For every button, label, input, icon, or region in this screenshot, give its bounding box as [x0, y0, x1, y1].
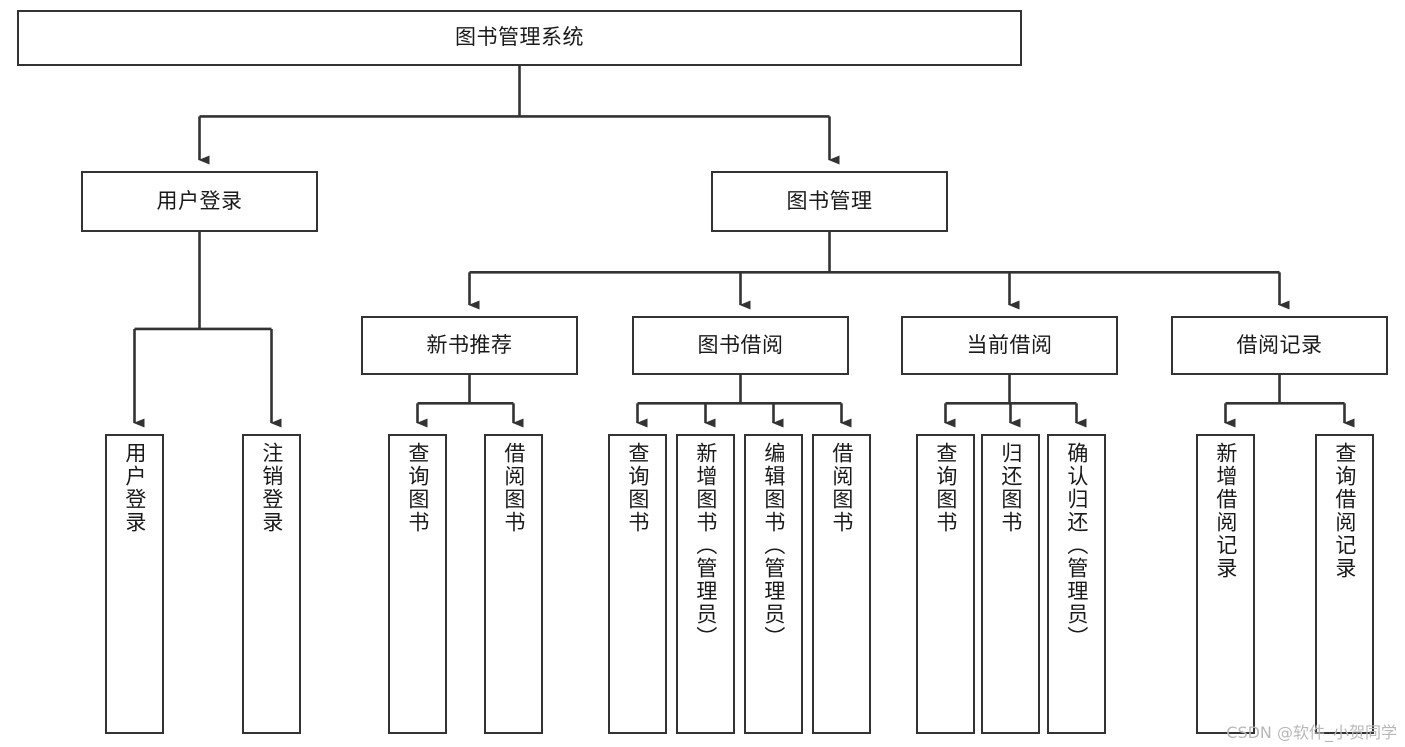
leaf-confirm-return[interactable]: 确认归还（管理员）	[1047, 434, 1106, 734]
leaf-query-borrow-record[interactable]: 查询借阅记录	[1315, 434, 1374, 734]
leaf-user-login[interactable]: 用户登录	[105, 434, 164, 734]
leaf-query-book-1[interactable]: 查询图书	[388, 434, 447, 734]
node-borrow-record-label: 借阅记录	[1236, 332, 1323, 357]
leaf-query-book-2-label: 查询图书	[625, 442, 650, 534]
node-book-manage[interactable]: 图书管理	[711, 171, 948, 232]
node-book-borrow[interactable]: 图书借阅	[632, 316, 849, 375]
node-current-borrow[interactable]: 当前借阅	[901, 316, 1118, 375]
node-book-manage-label: 图书管理	[786, 188, 873, 213]
leaf-borrow-book-1[interactable]: 借阅图书	[484, 434, 543, 734]
node-root-label: 图书管理系统	[455, 25, 584, 50]
leaf-query-book-2[interactable]: 查询图书	[608, 434, 667, 734]
leaf-return-book[interactable]: 归还图书	[981, 434, 1040, 734]
leaf-logout-label: 注销登录	[259, 442, 284, 534]
node-user-login[interactable]: 用户登录	[81, 171, 318, 232]
leaf-confirm-return-label: 确认归还（管理员）	[1064, 442, 1089, 649]
leaf-add-borrow-record-label: 新增借阅记录	[1213, 442, 1238, 580]
leaf-borrow-book-2[interactable]: 借阅图书	[812, 434, 871, 734]
leaf-edit-book[interactable]: 编辑图书（管理员）	[744, 434, 803, 734]
node-root[interactable]: 图书管理系统	[17, 10, 1022, 66]
node-current-borrow-label: 当前借阅	[966, 332, 1053, 357]
leaf-edit-book-label: 编辑图书（管理员）	[761, 442, 786, 649]
leaf-query-borrow-record-label: 查询借阅记录	[1332, 442, 1357, 580]
leaf-user-login-label: 用户登录	[122, 442, 147, 534]
node-new-book-recommend-label: 新书推荐	[426, 332, 513, 357]
node-borrow-record[interactable]: 借阅记录	[1171, 316, 1388, 375]
leaf-borrow-book-1-label: 借阅图书	[501, 442, 526, 534]
node-new-book-recommend[interactable]: 新书推荐	[361, 316, 578, 375]
leaf-query-book-3[interactable]: 查询图书	[916, 434, 975, 734]
leaf-add-borrow-record[interactable]: 新增借阅记录	[1196, 434, 1255, 734]
leaf-query-book-1-label: 查询图书	[405, 442, 430, 534]
leaf-query-book-3-label: 查询图书	[933, 442, 958, 534]
leaf-borrow-book-2-label: 借阅图书	[829, 442, 854, 534]
leaf-add-book-label: 新增图书（管理员）	[693, 442, 718, 649]
leaf-return-book-label: 归还图书	[998, 442, 1023, 534]
node-user-login-label: 用户登录	[156, 188, 243, 213]
leaf-add-book[interactable]: 新增图书（管理员）	[676, 434, 735, 734]
node-book-borrow-label: 图书借阅	[697, 332, 784, 357]
leaf-logout[interactable]: 注销登录	[242, 434, 301, 734]
